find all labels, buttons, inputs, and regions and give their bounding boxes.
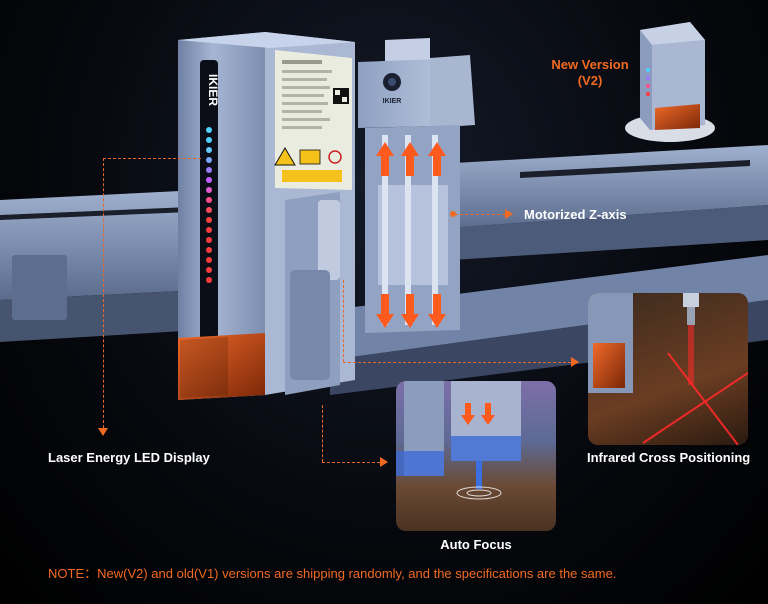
svg-text:IKIER: IKIER [383,98,402,105]
connector-ir-v [343,280,344,362]
connector-z-arrow [505,209,513,219]
connector-z-h [455,214,505,215]
auto-focus-label: Auto Focus [440,537,512,552]
connector-af-v [322,405,323,462]
connector-led-h [103,158,201,159]
connector-ir-arrow [571,357,579,367]
new-version-label: New Version (V2) [540,57,640,89]
laser-shield-window [178,333,265,400]
z-axis-assembly: IKIER [358,38,475,333]
shipping-note: NOTE：New(V2) and old(V1) versions are sh… [48,566,617,581]
laser-warning-icon [274,147,296,166]
svg-text:IKIER: IKIER [206,74,220,106]
connector-af-h [322,462,380,463]
motorized-z-axis-label: Motorized Z-axis [524,207,627,222]
rail-bracket [12,255,67,320]
led-display-label: Laser Energy LED Display [48,450,210,465]
infrared-cross-inset [588,293,748,445]
gantry-rail-upper [420,145,768,262]
product-label-sticker [274,50,352,190]
auto-focus-inset [396,381,556,531]
connector-led-v [103,158,104,428]
connector-af-arrow [380,457,388,467]
led-energy-display [206,127,212,283]
connector-led-arrow [98,428,108,436]
v2-product-thumbnail [625,22,715,142]
infrared-cross-label: Infrared Cross Positioning [587,450,751,465]
arrow-up-icon [376,142,446,176]
new-version-line2: (V2) [577,73,603,88]
connector-ir-h [343,362,571,363]
side-mechanism [285,192,340,395]
connector-z-dot [450,211,456,217]
new-version-line1: New Version [551,57,629,72]
arrow-down-icon [376,294,446,328]
